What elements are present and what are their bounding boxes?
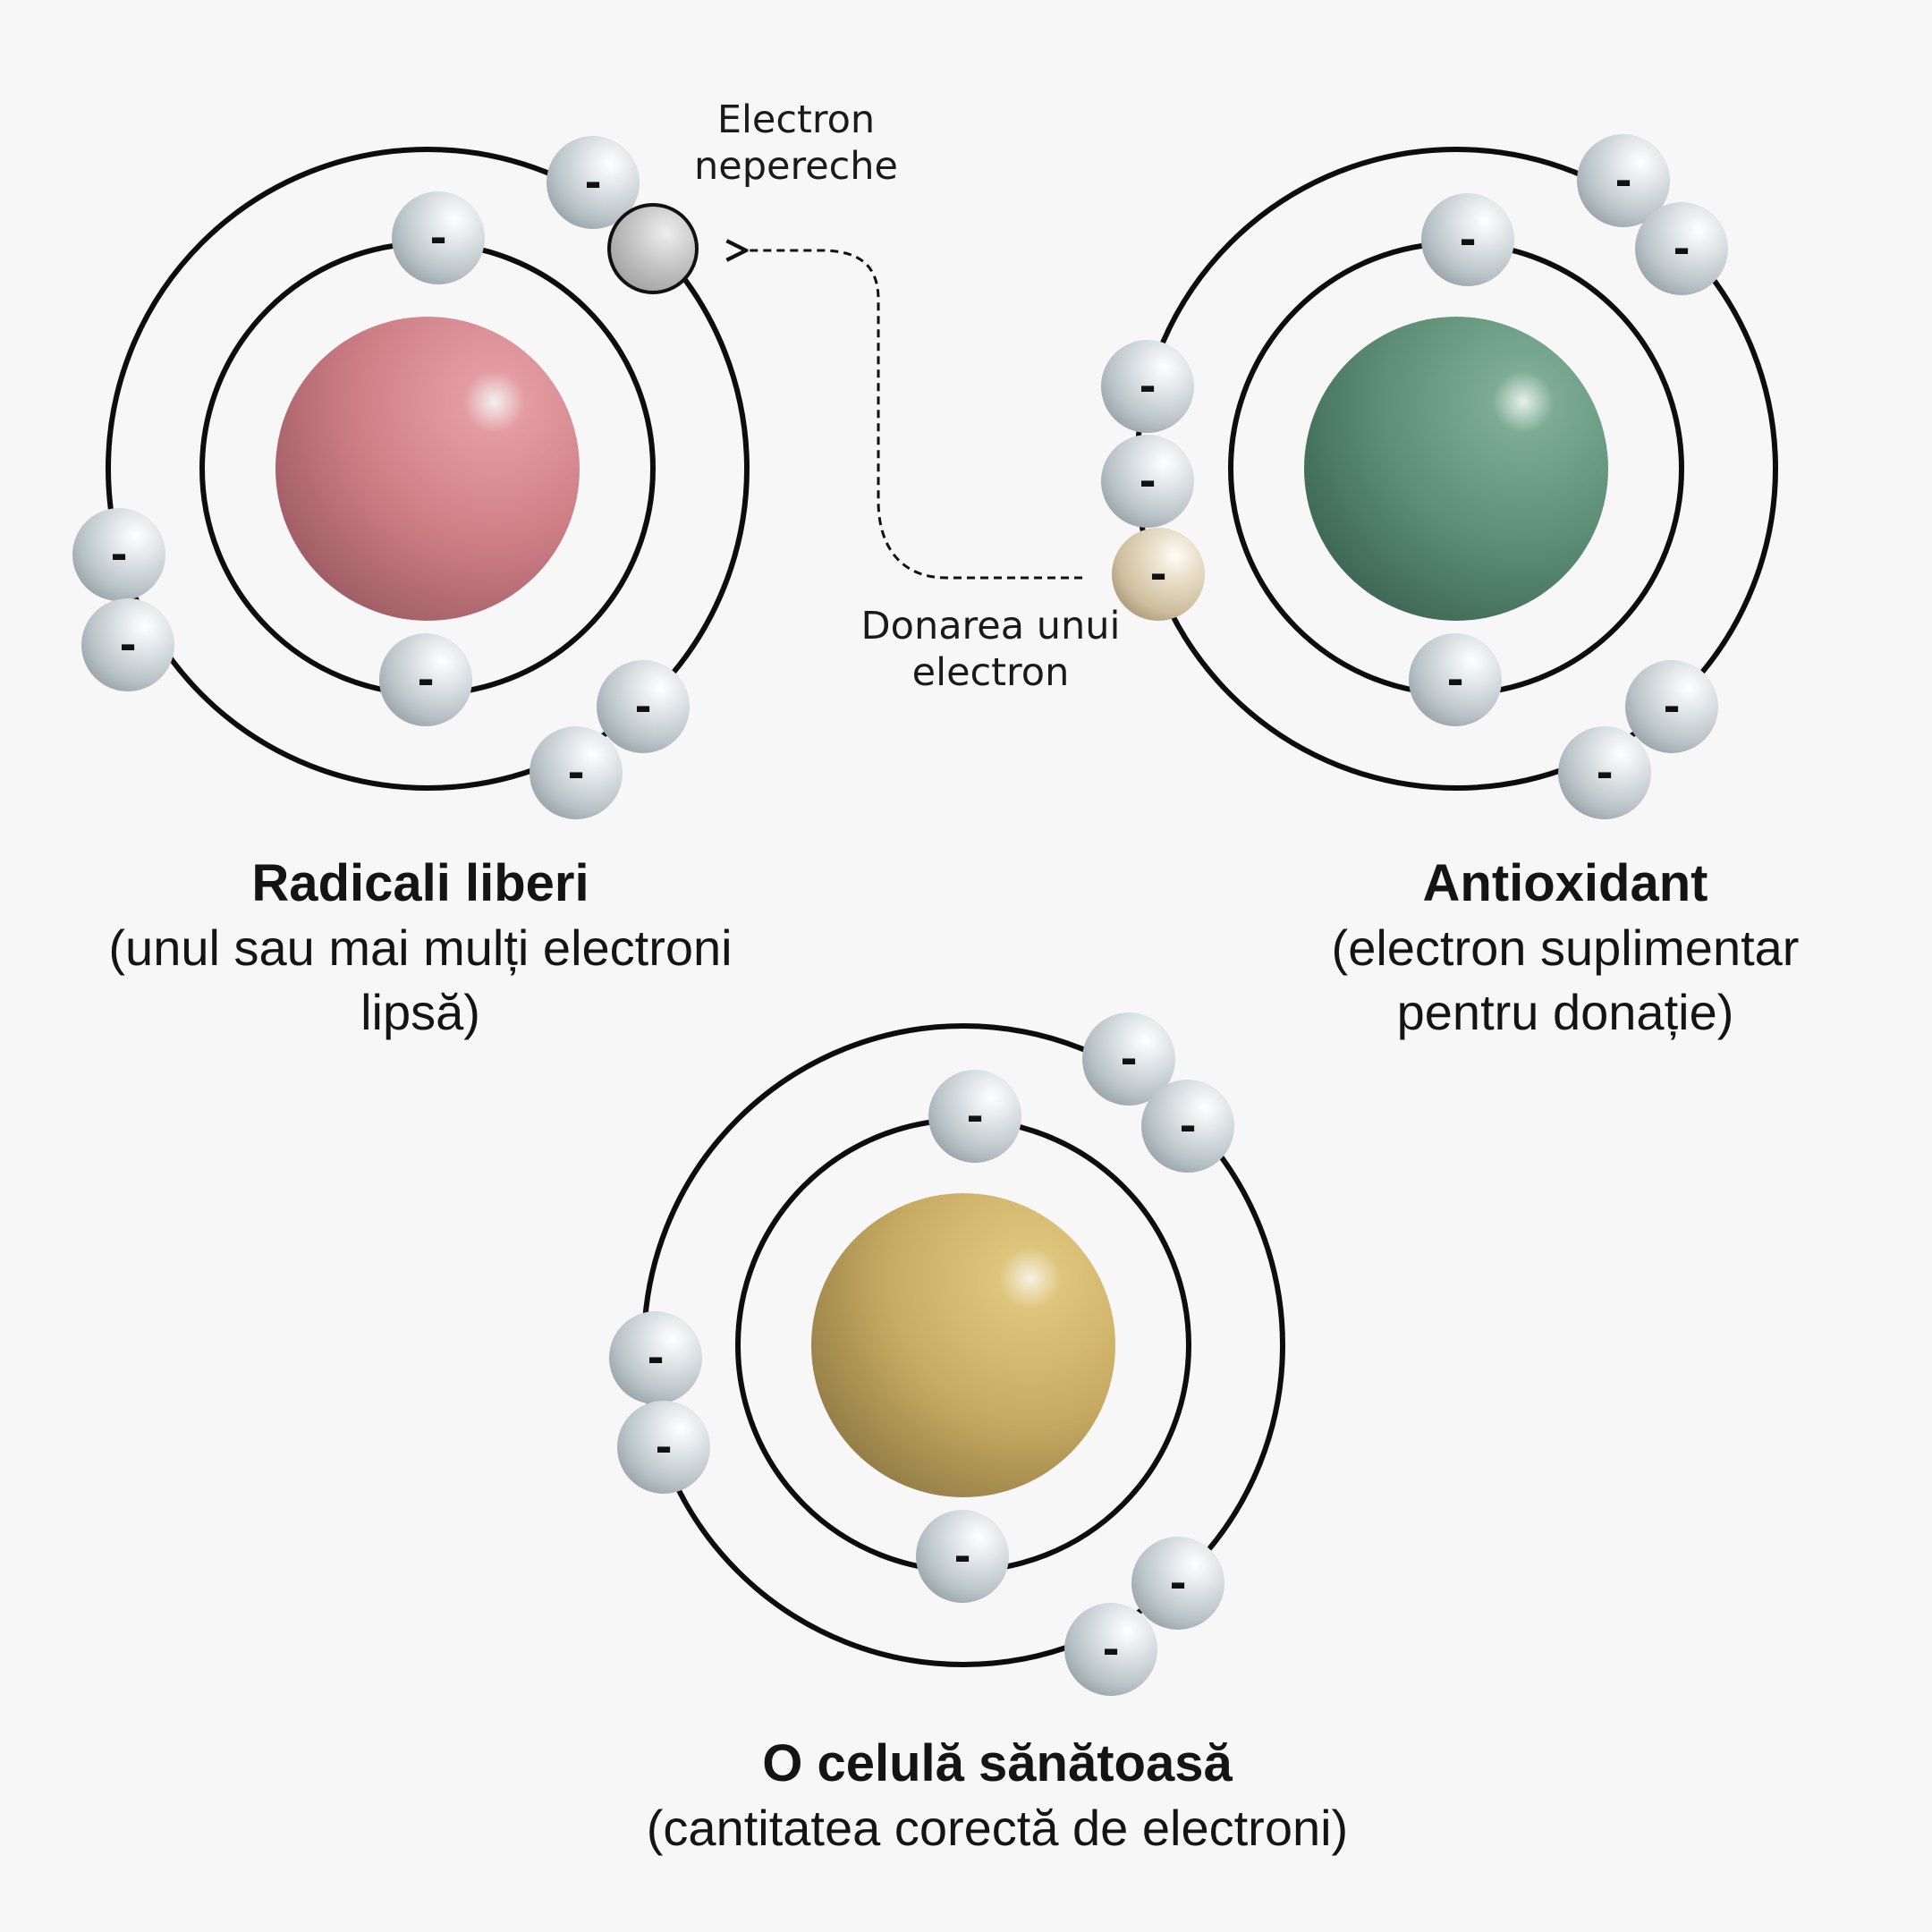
- electron-charge-label: -: [1596, 749, 1613, 797]
- electron-charge-label: -: [634, 682, 651, 731]
- electron: [1558, 726, 1651, 819]
- antioxidant-atom: - - - - - - - - -: [1101, 134, 1778, 819]
- electron: [1141, 1080, 1234, 1173]
- electron: [928, 1070, 1021, 1163]
- electron-charge-label: -: [584, 158, 601, 207]
- outer-orbit: [106, 147, 750, 791]
- electron-charge-label: -: [119, 621, 136, 669]
- antioxidant-title: Antioxidant: [1422, 854, 1708, 912]
- electron: [609, 1311, 702, 1404]
- electron: [547, 136, 640, 229]
- electron-charge-label: -: [647, 1334, 664, 1382]
- electron: [597, 660, 690, 753]
- electron-charge-label: -: [655, 1423, 672, 1471]
- electron: [379, 633, 472, 726]
- electron: [1131, 1537, 1224, 1630]
- electron: [1082, 1013, 1175, 1106]
- electron-charge-label: -: [966, 1092, 983, 1140]
- electron-charge-label: -: [1663, 682, 1680, 731]
- electron-charge-label: -: [1149, 550, 1166, 598]
- unpaired-electron: [607, 203, 699, 294]
- electron-charge-label: -: [417, 656, 434, 704]
- free-radical-caption: Radicali liberi (unul sau mai mulți elec…: [18, 852, 823, 1045]
- electron: [617, 1401, 710, 1494]
- healthy-cell-title: O celulă sănătoasă: [762, 1734, 1233, 1792]
- electron-charge-label: -: [1673, 225, 1690, 273]
- free-radical-title: Radicali liberi: [251, 854, 589, 912]
- electron: [1101, 435, 1194, 528]
- electron: [916, 1510, 1009, 1603]
- unpaired-electron-note-text: Electron nepereche: [694, 97, 898, 189]
- antioxidant-subtitle: (electron suplimentar pentru donație): [1331, 919, 1800, 1040]
- donation-note-text: Donarea unui electron: [860, 604, 1121, 695]
- free-radical-atom: - - - - - - -: [72, 136, 750, 819]
- electron-charge-label: -: [1179, 1102, 1196, 1150]
- electron-charge-label: -: [1139, 457, 1156, 505]
- healthy-cell-subtitle: (cantitatea corectă de electroni): [646, 1800, 1349, 1856]
- donation-arrow: [746, 250, 1082, 580]
- unpaired-electron-note: Electron nepereche: [662, 97, 930, 190]
- healthy-cell-atom: - - - - - - - -: [609, 1013, 1285, 1696]
- electron: [1409, 633, 1502, 726]
- electron: [1635, 202, 1728, 295]
- electron: [81, 598, 174, 691]
- antioxidant-caption: Antioxidant (electron suplimentar pentru…: [1163, 852, 1932, 1045]
- electron-charge-label: -: [1614, 157, 1631, 205]
- electron-charge-label: -: [1102, 1625, 1119, 1674]
- electron-charge-label: -: [1139, 362, 1156, 411]
- electron-group: - - - - - - -: [72, 136, 690, 819]
- electron-group: - - - - - - - -: [1101, 134, 1728, 819]
- free-radical-subtitle: (unul sau mai mulți electroni lipsă): [108, 919, 733, 1040]
- electron: [1577, 134, 1670, 227]
- electron-charge-label: -: [429, 214, 446, 262]
- nucleus: [811, 1193, 1115, 1497]
- electron: [1625, 660, 1718, 753]
- healthy-cell-caption: O celulă sănătoasă (cantitatea corectă d…: [474, 1732, 1521, 1860]
- electron-charge-label: -: [567, 749, 584, 797]
- electron-charge-label: -: [110, 530, 127, 579]
- electron: [530, 726, 623, 819]
- nucleus: [275, 317, 580, 621]
- electron: [1421, 193, 1514, 286]
- donated-electron-sphere: [1112, 528, 1205, 621]
- electron-charge-label: -: [1459, 216, 1476, 264]
- electron: [1101, 340, 1194, 433]
- donation-note: Donarea unui electron: [836, 603, 1145, 696]
- nucleus: [1304, 317, 1608, 621]
- donated-electron: -: [1112, 528, 1205, 621]
- electron: [72, 508, 165, 601]
- electron-charge-label: -: [953, 1532, 970, 1580]
- electron: [392, 191, 485, 284]
- electron-charge-label: -: [1169, 1559, 1186, 1607]
- electron-charge-label: -: [1120, 1035, 1137, 1083]
- electron-group: - - - - - - - -: [609, 1013, 1234, 1696]
- electron: [1064, 1603, 1157, 1696]
- electron-charge-label: -: [1446, 656, 1463, 704]
